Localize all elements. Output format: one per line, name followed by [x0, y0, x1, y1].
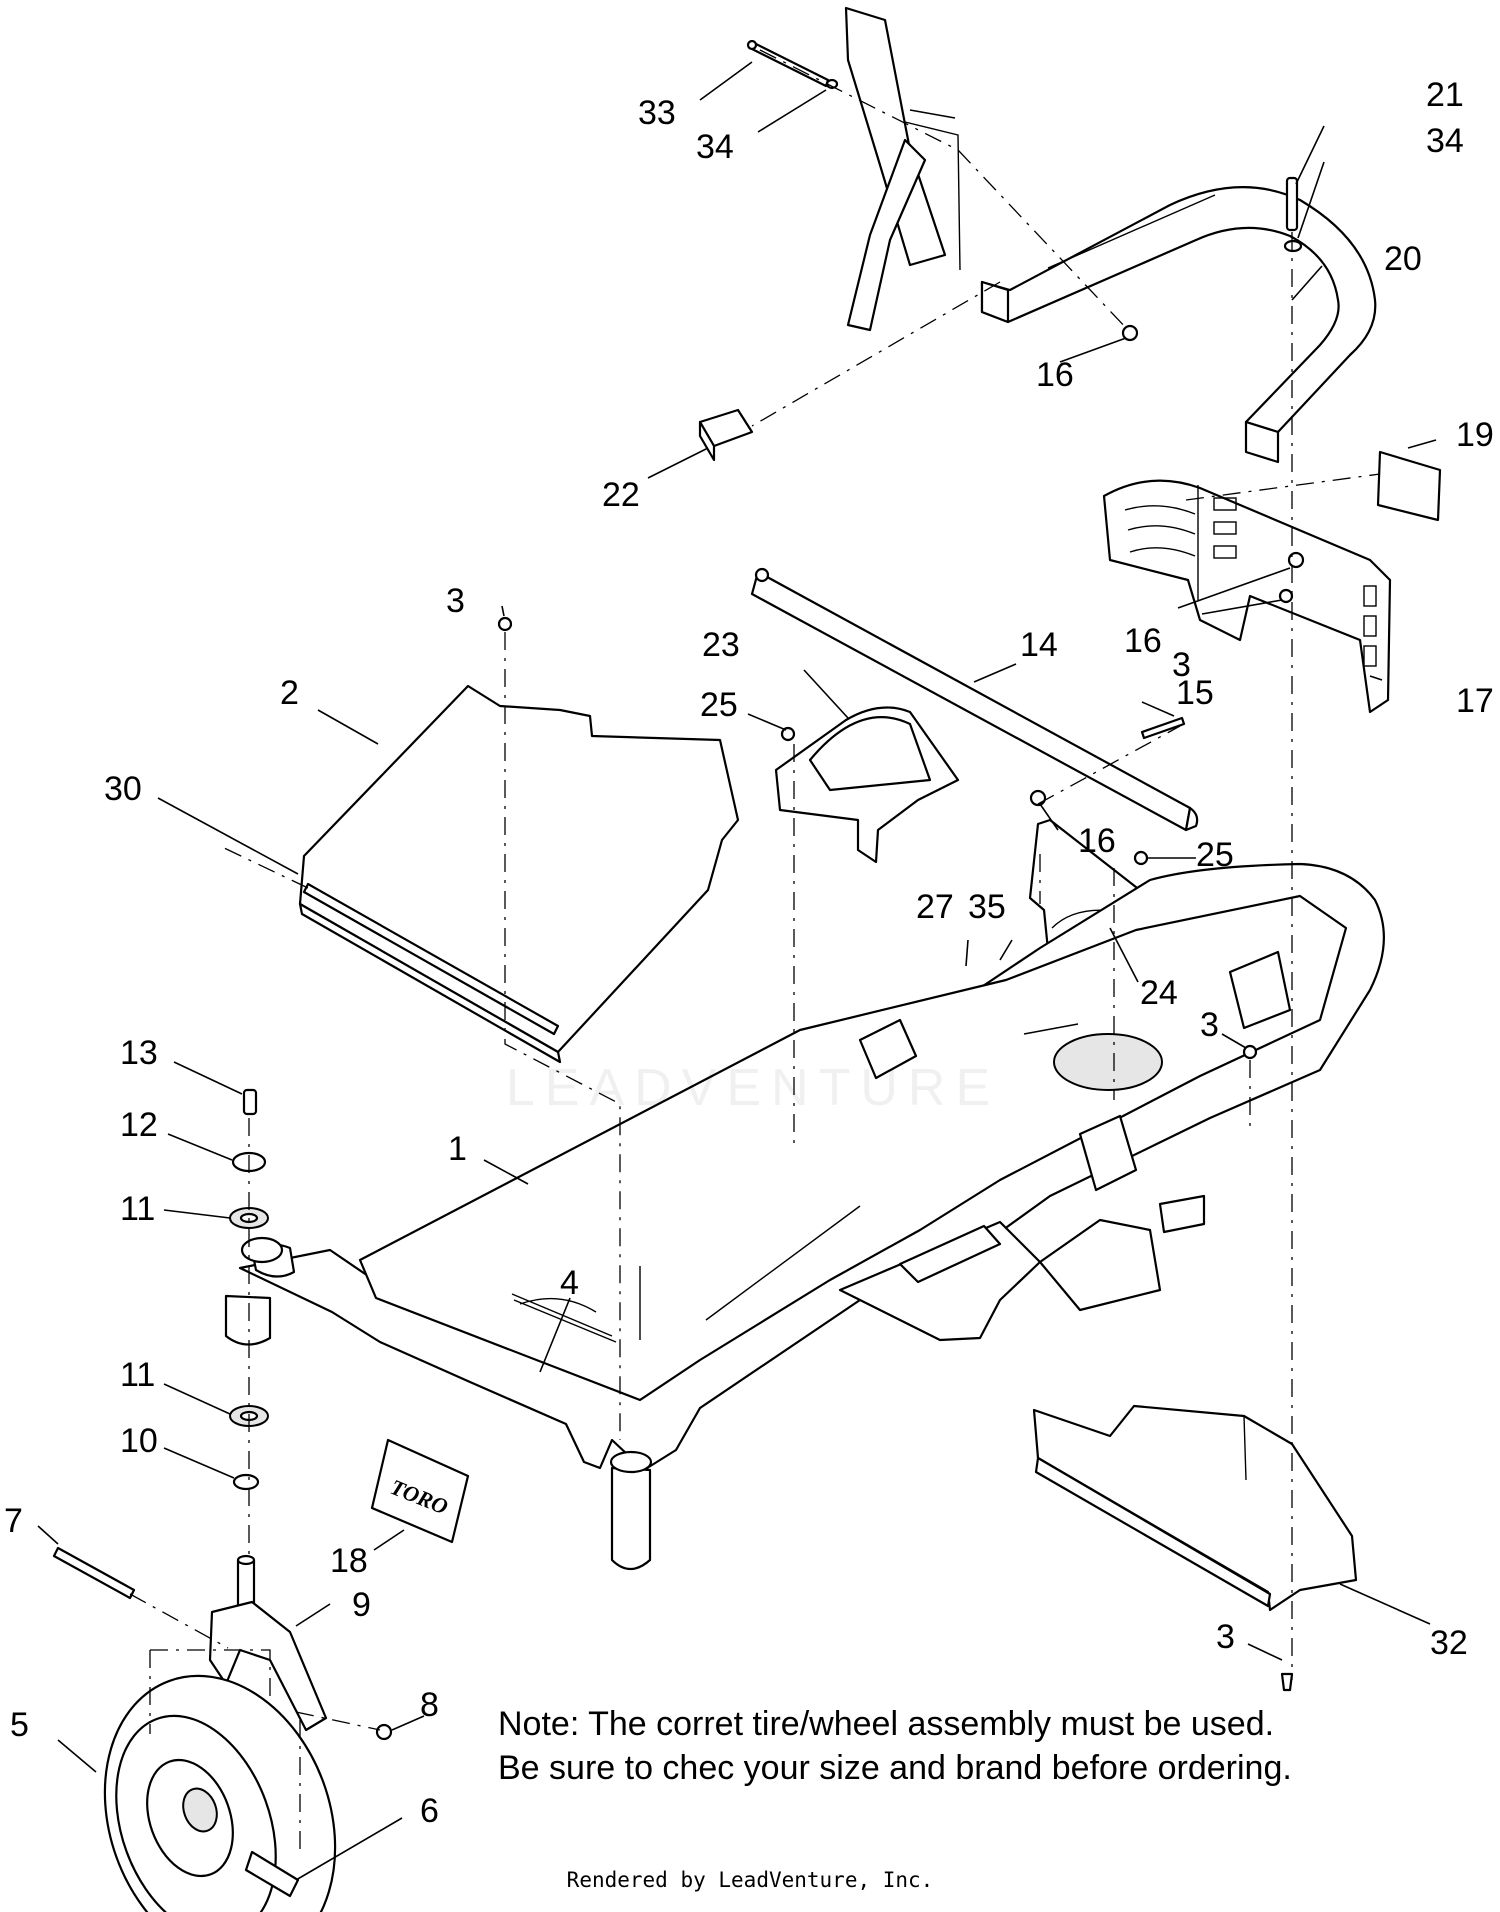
callout-13: 13 [120, 1034, 158, 1072]
callout-6: 6 [420, 1792, 439, 1830]
callout-34: 34 [696, 128, 734, 166]
part-nut-8 [375, 1723, 393, 1741]
callout-11: 11 [120, 1190, 155, 1228]
part-screw-25a [780, 726, 796, 742]
part-main-frame-1 [224, 862, 1385, 1571]
callout-35: 35 [968, 888, 1006, 926]
part-nut-16b [1287, 551, 1305, 569]
note-line-2: Be sure to chec your size and brand befo… [498, 1749, 1292, 1787]
part-handle-bracket [844, 6, 961, 332]
callout-32: 32 [1430, 1624, 1468, 1662]
note-line-1: Note: The corret tire/wheel assembly mus… [498, 1705, 1275, 1743]
part-nut-16a [1121, 324, 1139, 342]
callout-3: 3 [1172, 646, 1191, 684]
callout-16: 16 [1078, 822, 1116, 860]
assembly-centerlines [129, 49, 1381, 1856]
callout-27: 27 [916, 888, 954, 926]
callout-3: 3 [1216, 1618, 1235, 1656]
part-screw-3e [1280, 1672, 1294, 1692]
part-bolt-3a [497, 616, 513, 632]
callout-10: 10 [120, 1422, 158, 1460]
callout-4: 4 [560, 1264, 579, 1302]
part-floor-pan-2 [298, 684, 740, 1064]
part-decal-4 [511, 1293, 617, 1343]
callout-15: 15 [1176, 674, 1214, 712]
callout-9: 9 [352, 1586, 371, 1624]
callout-12: 12 [120, 1106, 158, 1144]
callout-30: 30 [104, 770, 142, 808]
callout-7: 7 [4, 1502, 23, 1540]
footer-credit: Rendered by LeadVenture, Inc. [566, 1868, 934, 1892]
callout-14: 14 [1020, 626, 1058, 664]
ordering-note: Note: The corret tire/wheel assembly mus… [498, 1702, 1478, 1790]
part-handle-bar-20 [980, 186, 1377, 464]
part-skid-plate-32 [1032, 1404, 1358, 1612]
callout-16: 16 [1124, 622, 1162, 660]
part-channel-14 [750, 567, 1199, 832]
callout-leader-lines [37, 61, 1437, 1881]
callout-1: 1 [448, 1130, 467, 1168]
part-axle-bolt-7 [52, 1546, 136, 1600]
callout-19: 19 [1456, 416, 1494, 454]
part-washer-34b [1283, 239, 1303, 253]
part-vent-cover-23 [774, 706, 960, 864]
part-wheel-5 [103, 1674, 337, 1912]
callout-24: 24 [1140, 974, 1178, 1012]
callout-21: 21 [1426, 76, 1464, 114]
callout-5: 5 [10, 1706, 29, 1744]
callout-22: 22 [602, 476, 640, 514]
callout-17: 17 [1456, 682, 1494, 720]
part-spacer-6 [244, 1850, 300, 1898]
callout-20: 20 [1384, 240, 1422, 278]
callout-3: 3 [1200, 1006, 1219, 1044]
part-pin-15 [1140, 716, 1186, 740]
part-bolt-21 [1285, 176, 1299, 232]
part-bolt-13 [242, 1088, 258, 1116]
part-badge-18: TORO [370, 1438, 470, 1544]
callout-25: 25 [1196, 836, 1234, 874]
callout-2: 2 [280, 674, 299, 712]
part-nut-16c [1029, 789, 1047, 807]
part-bolt-3c [1242, 1044, 1258, 1060]
part-screw-25b [1133, 850, 1149, 866]
part-strip-30 [302, 882, 560, 1036]
callout-labels: 33 34 21 34 20 16 19 22 16 3 17 3 14 23 … [4, 76, 1494, 1830]
callout-16: 16 [1036, 356, 1074, 394]
callout-11: 11 [120, 1356, 155, 1394]
part-bumper-22 [698, 408, 754, 462]
callout-3: 3 [446, 582, 465, 620]
part-spacer-10 [232, 1473, 260, 1491]
callout-8: 8 [420, 1686, 439, 1724]
callout-33: 33 [638, 94, 676, 132]
part-bolt-33 [746, 39, 830, 88]
part-caster-fork-9 [208, 1554, 328, 1732]
part-bolt-3b [1278, 588, 1294, 604]
callout-23: 23 [702, 626, 740, 664]
callout-34: 34 [1426, 122, 1464, 160]
part-side-shield-17 [1102, 479, 1392, 714]
leadventure-watermark: LEADVENTURE [505, 1059, 1001, 1117]
callout-25: 25 [700, 686, 738, 724]
part-decal-19 [1376, 450, 1442, 522]
callout-18: 18 [330, 1542, 368, 1580]
